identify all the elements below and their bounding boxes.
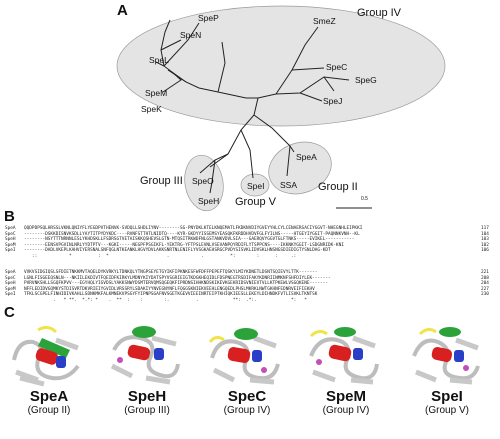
leaf-spep: SpeP (198, 13, 219, 23)
panel-label-a: A (117, 2, 128, 19)
alignment-row-spec-1: SpeC --------DSKKDISNVKSDLLYAYTITPYDYKDC-… (5, 231, 489, 238)
group-ii-ellipse (268, 141, 332, 195)
sequence-end: 106 (481, 248, 489, 254)
group-name: (Group IV) (223, 405, 271, 416)
alignment-row-spem-1: SpeM --------EENSVPGVINLNRLYYDTPTV---KGKI… (5, 242, 489, 249)
structure-caption-spea: SpeA (Group II) (4, 388, 94, 417)
tree-branches (155, 19, 372, 209)
alignment-consensus-2: . * **. *.*: * . ** : : :. . **: .*:. *:… (5, 298, 307, 304)
leaf-spel: SpeL (149, 55, 169, 65)
sequence-text: PVRVNKSHLLSGQFKPVV---EGYHQLYIGVDSLYAKKSN… (24, 281, 328, 287)
sequence-name: SpeI (5, 292, 16, 298)
leaf-spea: SpeA (296, 152, 317, 162)
group-iv-ellipse (116, 5, 446, 127)
sequence-name: SpeI (5, 248, 16, 254)
sequence-end: 204 (481, 281, 489, 287)
group-name: (Group V) (425, 405, 469, 416)
alignment-row-spei-1: SpeI --------DADLVKEPLKAHVIYERSNALSNFQGLN… (5, 248, 489, 254)
group-iv-label: Group IV (357, 7, 402, 19)
leaf-ssa: SSA (280, 180, 297, 190)
sequence-name: SpeH (5, 237, 16, 243)
group-v-ellipse (240, 173, 270, 197)
protein-name: SpeM (325, 388, 366, 405)
leaf-smez: SmeZ (313, 16, 336, 26)
structure-caption-spei: SpeI (Group V) (402, 388, 492, 417)
alignment-row-speh-1: SpeH --------NSYTTTNRNNLESLYKHDSKLLFSDRSG… (5, 237, 489, 243)
sequence-text: NFFLEDIDVGQMKYSTDISVRTDKVRIEIYGVIDLVRSSR… (24, 286, 315, 292)
leaf-spec: SpeC (326, 62, 347, 72)
consensus-text: . * **. *.*: * . ** : : :. . **: .*:. *:… (24, 298, 307, 303)
sequence-text: QQDPDPSQLHRSSLVKNLQNIYFLYEGDPVTHENVK-SVD… (24, 226, 363, 231)
alignment-row-spea-1: SpeA QQDPDPSQLHRSSLVKNLQNIYFLYEGDPVTHENVK… (5, 226, 489, 232)
sequence-name: SpeC (5, 231, 16, 237)
group-name: (Group IV) (322, 405, 370, 416)
alignment-row-spea-2: SpeA VVKVSIDGIQSLSFDIETNKKMVTAQELDYKVRKYL… (5, 270, 489, 276)
protein-name: SpeI (431, 388, 463, 405)
sequence-text: --------DSKKDISNVKSDLLYAYTITPYDYKDC----R… (24, 231, 360, 237)
leaf-spem: SpeM (145, 88, 167, 98)
alignment-row-speh-2: SpeH PVRVNKSHLLSGQFKPVV---EGYHQLYIGVDSLYA… (5, 281, 489, 287)
structure-caption-spec: SpeC (Group IV) (202, 388, 292, 417)
sequence-text: VVKVSIDGIQSLSFDIETNKKMVTAQELDYKVRKYLTDNK… (24, 270, 318, 275)
structure-caption-speh: SpeH (Group III) (102, 388, 192, 417)
structure-spei-image (412, 327, 480, 385)
sequence-end: 221 (481, 270, 489, 275)
sequence-name: SpeM (5, 286, 16, 292)
consensus-text: :: * : * . . *: : : .: (24, 254, 297, 259)
sequence-text: --------EENSVPGVINLNRLYYDTPTV---KGKI----… (24, 242, 344, 248)
structure-spem-image (309, 327, 379, 385)
sequence-end: 103 (481, 237, 489, 243)
leaf-spei: SpeI (247, 181, 265, 191)
sequence-end: 117 (481, 226, 489, 231)
leaf-speo: SpeO (192, 176, 214, 186)
group-iii-label: Group III (140, 175, 183, 187)
phylogenetic-tree: SpeL SpeN SpeP SmeZ SpeM SpeK SpeC SpeG … (116, 5, 446, 212)
sequence-text: --------DADLVKEPLKAHVIYERSNALSNFQGLNTKEA… (24, 248, 331, 254)
group-name: (Group II) (27, 405, 71, 416)
sequence-name: SpeC (5, 275, 16, 281)
leaf-spek: SpeK (141, 104, 162, 114)
protein-name: SpeA (29, 388, 69, 405)
sequence-end: 102 (481, 242, 489, 248)
alignment-row-spem-2: SpeM NFFLEDIDVGQMKYSTDISVRTDKVRIEIYGVIDLV… (5, 286, 489, 293)
sequence-text: --------NSYTTTNRNNLESLYKHDSKLLFSDRSGTVET… (24, 237, 355, 243)
protein-name: SpeC (227, 388, 267, 405)
leaf-speh: SpeH (198, 196, 219, 206)
group-v-label: Group V (235, 196, 277, 208)
structure-spea-image (12, 325, 80, 387)
sequence-end: 227 (481, 286, 489, 292)
sequence-end: 208 (481, 275, 489, 281)
sequence-name: SpeA (5, 226, 16, 231)
sequence-name: SpeA (5, 270, 16, 275)
leaf-speg: SpeG (355, 75, 377, 85)
sequence-name: SpeM (5, 242, 16, 248)
group-ii-label: Group II (318, 181, 358, 193)
group-name: (Group III) (124, 405, 170, 416)
structure-spec-image (208, 328, 280, 385)
protein-name: SpeH (127, 388, 167, 405)
sequence-name: SpeH (5, 281, 16, 287)
structure-caption-spem: SpeM (Group IV) (301, 388, 391, 417)
panel-label-b: B (4, 208, 15, 225)
sequence-text: TFKLSCGPELFINHIDIVKAHLLSDNKMKFALKMNEKVPS… (24, 292, 318, 298)
leaf-spen: SpeN (180, 30, 201, 40)
sequence-end: 104 (481, 231, 489, 237)
alignment-row-spei-2: SpeI TFKLSCGPELFINHIDIVKAHLLSDNKMKFALKMNE… (5, 292, 489, 298)
sequence-text: LGNLFISGEEQSNLN---NKIILEKDIVTFQEIDFKIRKY… (24, 275, 331, 281)
panel-label-c: C (4, 304, 15, 321)
structure-speh-image (110, 326, 180, 385)
sequence-end: 230 (481, 292, 489, 298)
scale-bar-label: 0.5 (361, 196, 368, 202)
alignment-row-spec-2: SpeC LGNLFISGEEQSNLN---NKIILEKDIVTFQEIDFK… (5, 275, 489, 282)
alignment-consensus-1: :: * : * . . *: : : .: (5, 254, 296, 260)
leaf-spej: SpeJ (323, 96, 342, 106)
